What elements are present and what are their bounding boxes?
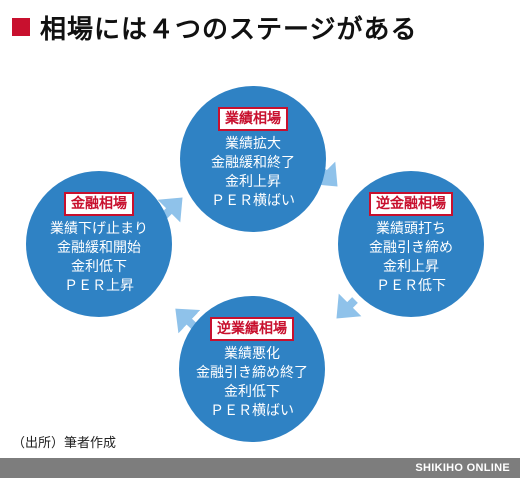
- source-note: （出所）筆者作成: [12, 436, 117, 451]
- stage-line: 金利低下: [224, 384, 280, 400]
- stage-label: 業績相場: [218, 107, 288, 131]
- stage-line: 金利低下: [71, 259, 127, 275]
- stage-line: ＰＥＲ横ばい: [210, 403, 294, 419]
- stage-circle-financial: 金融相場 業績下げ止まり 金融緩和開始 金利低下 ＰＥＲ上昇: [26, 171, 172, 317]
- stage-circle-reverse-financial: 逆金融相場 業績頭打ち 金融引き締め 金利上昇 ＰＥＲ低下: [338, 171, 484, 317]
- stage-line: 金利上昇: [225, 174, 281, 190]
- title-bar: 相場には４つのステージがある: [12, 10, 418, 45]
- footer-bar: SHIKIHO ONLINE: [0, 458, 520, 478]
- stage-line: 業績頭打ち: [376, 221, 446, 237]
- arrow-right-to-bottom: [336, 293, 362, 319]
- stage-circle-performance: 業績相場 業績拡大 金融緩和終了 金利上昇 ＰＥＲ横ばい: [180, 86, 326, 232]
- stage-line: 業績悪化: [224, 346, 280, 362]
- stage-line: 金融緩和開始: [57, 240, 141, 256]
- stage-label: 逆金融相場: [369, 192, 453, 216]
- stage-line: 業績下げ止まり: [50, 221, 148, 237]
- stage-line: 金融引き締め終了: [196, 365, 308, 381]
- title-marker: [12, 18, 30, 36]
- stage-line: 金融引き締め: [369, 240, 453, 256]
- stage-label: 逆業績相場: [210, 317, 294, 341]
- footer-brand: SHIKIHO ONLINE: [415, 462, 510, 474]
- stage-line: ＰＥＲ横ばい: [211, 193, 295, 209]
- stage-line: ＰＥＲ低下: [376, 278, 446, 294]
- stage-line: 金利上昇: [383, 259, 439, 275]
- stage-line: 金融緩和終了: [211, 155, 295, 171]
- stage-line: ＰＥＲ上昇: [64, 278, 134, 294]
- stage-line: 業績拡大: [225, 136, 281, 152]
- stage-label: 金融相場: [64, 192, 134, 216]
- stage-circle-reverse-performance: 逆業績相場 業績悪化 金融引き締め終了 金利低下 ＰＥＲ横ばい: [179, 296, 325, 442]
- page-title: 相場には４つのステージがある: [40, 14, 418, 45]
